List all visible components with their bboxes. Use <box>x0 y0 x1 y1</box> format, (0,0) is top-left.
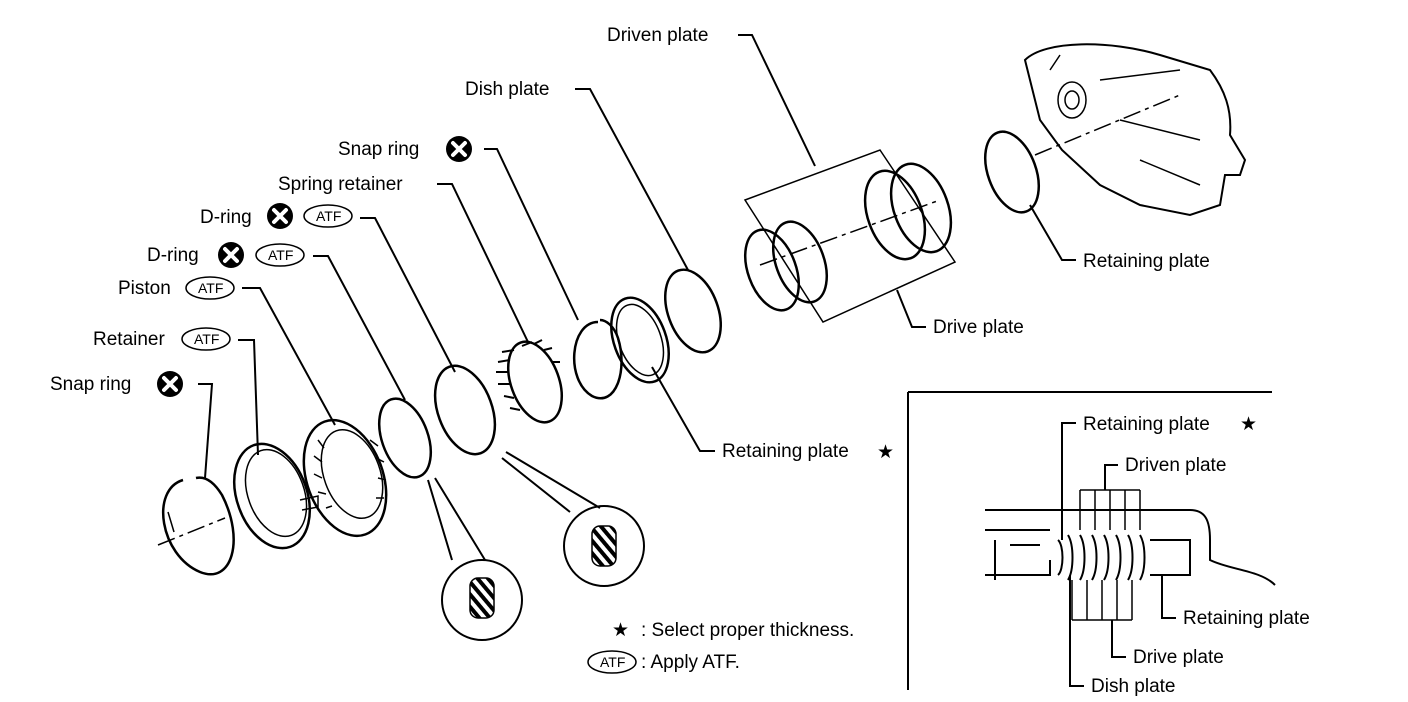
leader-retaining-plate-right <box>1029 204 1076 261</box>
snap-ring-gap <box>167 511 175 533</box>
label-snap-ring-top: Snap ring <box>338 139 419 160</box>
svg-text:ATF: ATF <box>316 208 341 224</box>
atf-oval-icon: ATF <box>185 276 235 300</box>
svg-text:ATF: ATF <box>198 280 223 296</box>
part-retaining-plate-right <box>984 130 1040 214</box>
label-dish-plate: Dish plate <box>465 79 550 100</box>
star-icon: ★ <box>877 442 894 463</box>
label-drive-plate: Drive plate <box>933 317 1024 338</box>
label-spring-retainer: Spring retainer <box>278 174 403 195</box>
leader-snap-ring-bottom <box>198 383 214 479</box>
label-d-ring-1: D-ring <box>200 207 252 228</box>
do-not-reuse-icon <box>216 240 246 270</box>
part-retainer <box>233 442 319 550</box>
legend-atf-icon: ATF <box>587 650 637 674</box>
inset-label-retaining-plate-top: Retaining plate <box>1083 414 1210 435</box>
leader-dish-plate <box>575 88 689 271</box>
label-retaining-plate-right: Retaining plate <box>1083 251 1210 272</box>
leader-driven-plate <box>738 34 816 167</box>
label-driven-plate: Driven plate <box>607 25 708 46</box>
inset-star-icon: ★ <box>1240 414 1257 435</box>
atf-oval-icon: ATF <box>303 204 353 228</box>
do-not-reuse-icon <box>444 134 474 164</box>
inset-label-drive-plate: Drive plate <box>1133 647 1224 668</box>
legend-star-icon: ★ <box>612 620 629 641</box>
leader-snap-ring-top <box>484 148 579 321</box>
part-retaining-plate-toothed <box>610 296 670 384</box>
svg-text:ATF: ATF <box>268 247 293 263</box>
part-d-ring-2 <box>377 397 433 479</box>
inset-label-dish-plate: Dish plate <box>1091 676 1176 697</box>
legend-atf-text: : Apply ATF. <box>641 652 740 673</box>
label-snap-ring-bottom: Snap ring <box>50 374 131 395</box>
part-snap-ring-bottom <box>161 476 235 576</box>
leader-retainer <box>238 339 259 456</box>
label-piston: Piston <box>118 278 171 299</box>
leader-retaining-plate-star <box>651 366 715 452</box>
do-not-reuse-icon <box>265 201 295 231</box>
inset-section-view: Retaining plate ★ Driven plate Retaining… <box>907 391 1310 697</box>
part-d-ring-1 <box>433 364 497 456</box>
leader-spring-retainer <box>437 183 529 343</box>
centerline-top <box>1034 94 1181 156</box>
part-snap-ring-top <box>572 318 623 400</box>
leader-d-ring-1 <box>360 217 456 373</box>
do-not-reuse-icon <box>155 369 185 399</box>
d-ring-2-section-detail <box>427 477 523 641</box>
inset-label-driven-plate: Driven plate <box>1125 455 1226 476</box>
part-dish-plate <box>664 268 722 354</box>
atf-oval-icon: ATF <box>255 243 305 267</box>
part-piston <box>302 418 388 538</box>
part-spring-retainer <box>496 339 563 424</box>
label-d-ring-2: D-ring <box>147 245 199 266</box>
d-ring-1-section-detail <box>501 451 645 587</box>
leader-piston <box>242 287 336 426</box>
label-retainer: Retainer <box>93 329 165 350</box>
leader-drive-plate <box>896 289 926 328</box>
atf-oval-icon: ATF <box>181 327 231 351</box>
legend: ★ : Select proper thickness. ATF : Apply… <box>587 620 854 674</box>
legend-star-text: : Select proper thickness. <box>641 620 854 641</box>
centerline <box>157 517 226 546</box>
label-retaining-plate-star: Retaining plate <box>722 441 849 462</box>
leader-d-ring-2 <box>313 255 406 401</box>
inset-label-retaining-plate-right: Retaining plate <box>1183 608 1310 629</box>
transmission-case <box>1023 43 1247 217</box>
part-clutch-pack-box <box>743 149 957 323</box>
svg-text:ATF: ATF <box>194 331 219 347</box>
svg-text:ATF: ATF <box>600 654 625 670</box>
